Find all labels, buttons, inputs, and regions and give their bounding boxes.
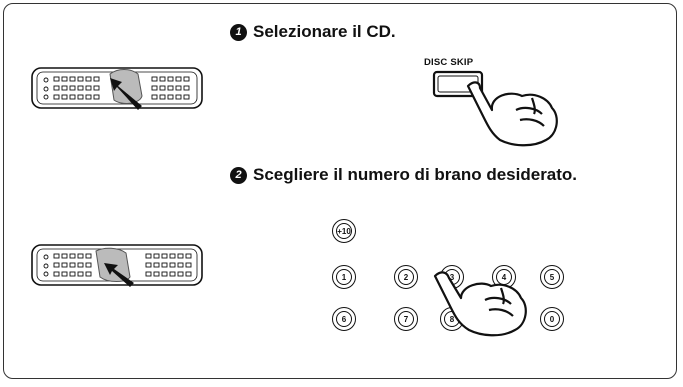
key-1: 1 (332, 265, 356, 289)
key-2: 2 (394, 265, 418, 289)
key-0: 0 (540, 307, 564, 331)
number-keypad: +10 1 2 3 4 5 6 7 8 9 0 (330, 215, 600, 335)
key-plus10: +10 (332, 219, 356, 243)
remote-control-icon (31, 67, 203, 110)
pointing-hand-icon-2 (433, 271, 527, 337)
step-number-1: 1 (230, 23, 247, 41)
step-1-text: Selezionare il CD. (253, 22, 396, 41)
disc-skip-button (432, 70, 558, 147)
instruction-frame (3, 3, 677, 379)
remote-control-icon-2 (31, 244, 203, 287)
disc-skip-label: DISC SKIP (424, 57, 474, 68)
pointing-hand-icon (466, 81, 558, 147)
step-number-2: 2 (230, 166, 247, 184)
arrow-icon (110, 78, 142, 110)
key-5: 5 (540, 265, 564, 289)
key-6: 6 (332, 307, 356, 331)
step-2-text: Scegliere il numero di brano desiderato. (253, 165, 578, 184)
step-1-heading: 1 Selezionare il CD. (230, 22, 396, 42)
step-2-heading: 2 Scegliere il numero di brano desiderat… (230, 165, 577, 185)
key-7: 7 (394, 307, 418, 331)
